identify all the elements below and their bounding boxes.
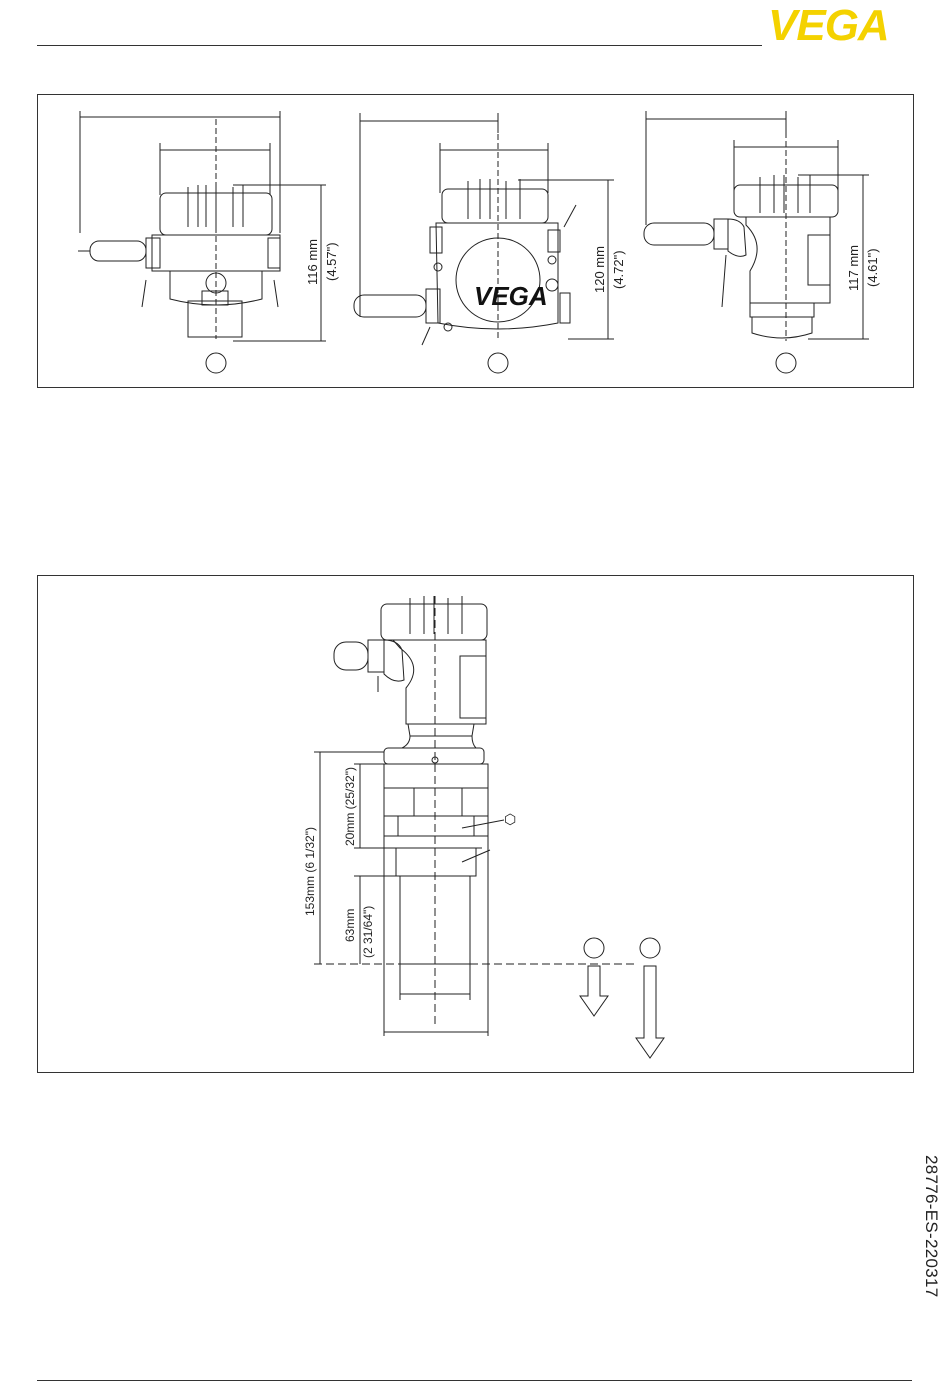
housing-drawings: VEGA 116 mm (4.57") 120 mm (4.72") 117 m…	[38, 95, 913, 387]
housing-dimensions-panel: VEGA 116 mm (4.57") 120 mm (4.72") 117 m…	[37, 94, 914, 388]
housing-view-2	[354, 113, 614, 373]
housing-view-1	[78, 111, 326, 373]
total-length-label: 153mm (6 1/32")	[303, 827, 317, 916]
view2-height-mm: 120 mm	[592, 246, 607, 293]
logo-text: VEGA	[768, 2, 889, 46]
view2-height-in: (4.72")	[611, 250, 626, 289]
hex-wrench-icon: ⬡	[504, 811, 516, 827]
thread-length-mm-label: 63mm	[343, 909, 357, 942]
view1-height-mm: 116 mm	[305, 239, 320, 285]
view3-height-mm: 117 mm	[846, 245, 861, 291]
sensor-drawing: 153mm (6 1/32") 20mm (25/32") 63mm (2 31…	[38, 576, 913, 1072]
vega-logo: VEGA	[766, 2, 914, 46]
document-id: 28776-ES-220317	[921, 1155, 941, 1298]
view1-height-in: (4.57")	[324, 242, 339, 281]
view3-height-in: (4.61")	[865, 248, 880, 287]
footer-rule	[37, 1380, 912, 1381]
housing-view-3	[644, 111, 869, 373]
thread-length-in-label: (2 31/64")	[361, 906, 375, 958]
housing-vega-marking: VEGA	[474, 281, 548, 311]
header-rule	[37, 45, 762, 46]
sensor-dimensions-panel: 153mm (6 1/32") 20mm (25/32") 63mm (2 31…	[37, 575, 914, 1073]
hex-height-label: 20mm (25/32")	[343, 767, 357, 846]
